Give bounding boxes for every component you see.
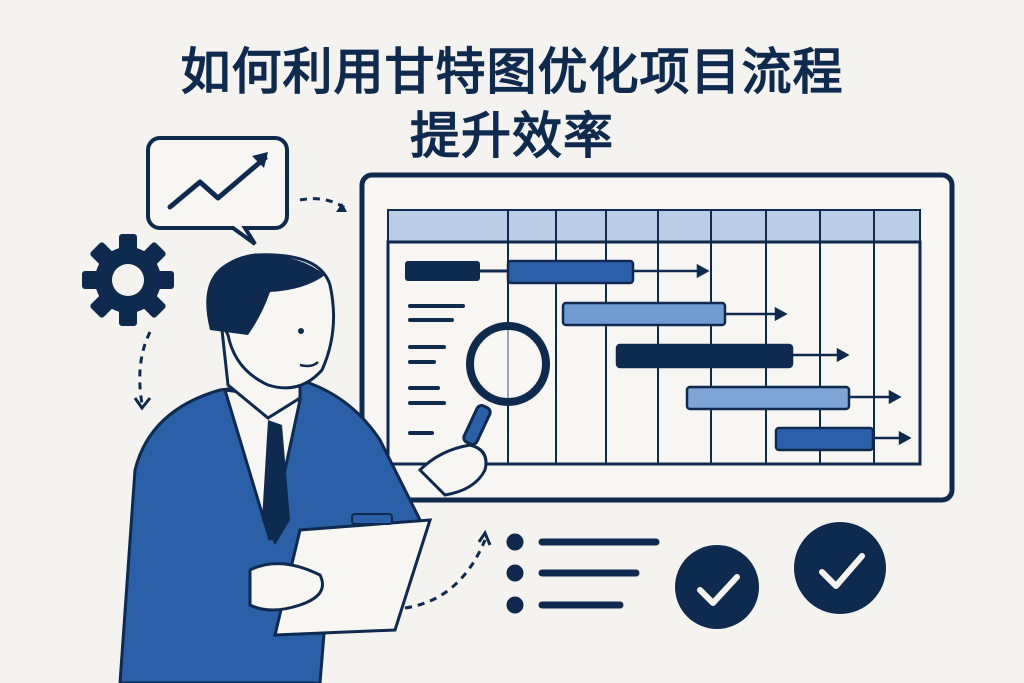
gantt-chart (386, 209, 922, 466)
checklist-icon (506, 533, 660, 614)
trend-up-speech-bubble-icon (146, 136, 289, 246)
check-circle-icon (675, 545, 759, 629)
page-title-line1: 如何利用甘特图优化项目流程 (180, 43, 844, 101)
check-circle-icon (794, 522, 886, 614)
clipboard-icon (248, 513, 433, 637)
magnifier-icon (462, 322, 550, 446)
page-title-line2: 提升效率 (410, 107, 614, 165)
businessman-figure (118, 253, 488, 683)
gear-icon (82, 234, 174, 326)
